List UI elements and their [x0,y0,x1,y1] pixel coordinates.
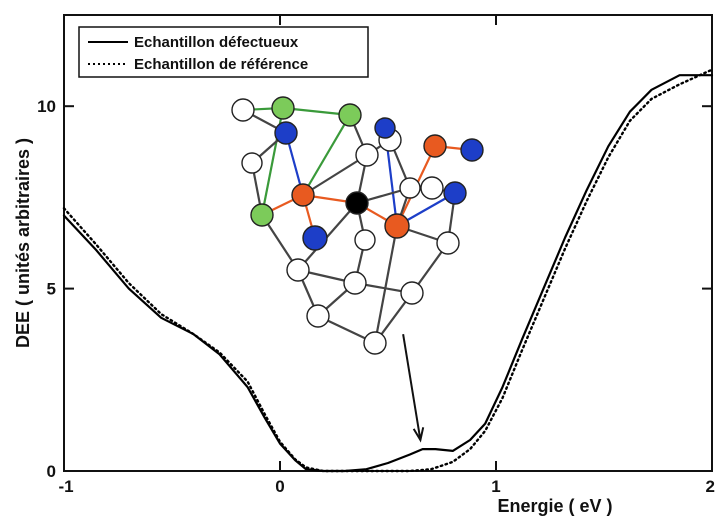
plot-frame [63,14,713,472]
series-line-reference [62,68,714,473]
series-line-defectueux [62,74,714,473]
legend-box [78,26,369,78]
x-tick-label: 1 [491,477,500,496]
legend-label-defectueux: Echantillon défectueux [134,34,299,51]
legend-label-reference: Echantillon de référence [134,56,308,73]
molecule-inset [231,96,484,355]
x-tick-label: 0 [275,477,284,496]
x-axis-title: Energie ( eV ) [497,496,612,516]
arrow-shaft [402,334,422,441]
x-tick-label: 2 [706,477,715,496]
y-ticks: 0 5 10 [37,97,712,481]
y-tick-label: 5 [47,280,56,299]
y-axis-title: DEE ( unités arbitraires ) [13,138,33,348]
x-tick-label: -1 [58,477,73,496]
arrow-head [412,427,425,443]
x-ticks: -1 0 1 2 [58,15,715,496]
series-group [62,68,714,473]
y-tick-label: 10 [37,97,56,116]
y-tick-label: 0 [47,462,56,481]
annotation-arrow [402,334,425,443]
legend: Echantillon défectueux Echantillon de ré… [78,26,369,78]
